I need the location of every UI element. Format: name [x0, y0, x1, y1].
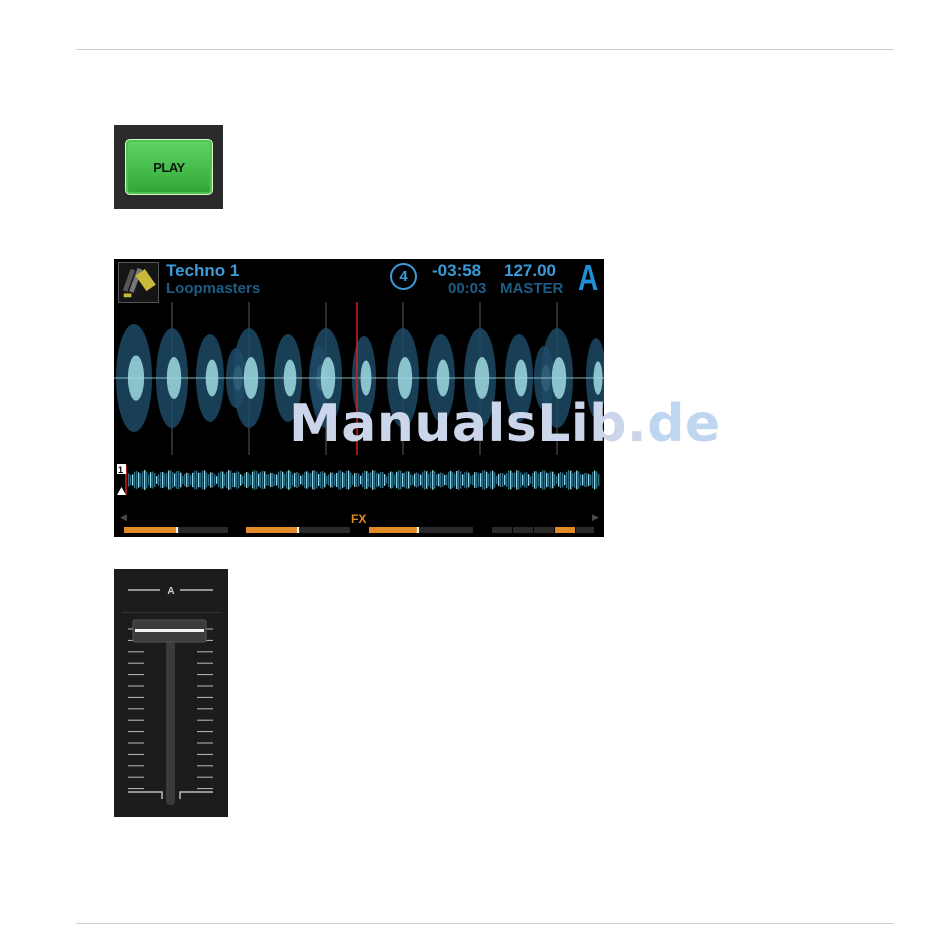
- fx-seg-2: [513, 527, 533, 533]
- fader-graphic: A: [114, 569, 228, 817]
- play-button[interactable]: PLAY: [125, 139, 213, 195]
- fx-seg-3: [534, 527, 554, 533]
- fx-seg-4-active: [555, 527, 575, 533]
- watermark-tld: de: [647, 394, 721, 454]
- fx-label: FX: [351, 512, 366, 526]
- play-button-frame: PLAY: [114, 125, 223, 209]
- fx-bar-3-fill: [369, 527, 419, 533]
- overview-waveform: [128, 470, 599, 490]
- bottom-rule: [76, 923, 894, 924]
- fx-bar-3-tip: [417, 527, 419, 533]
- fx-bar-2-tip: [297, 527, 299, 533]
- top-rule: [76, 49, 894, 50]
- fx-bar-1-tip: [176, 527, 178, 533]
- fx-bar-1-fill: [124, 527, 178, 533]
- channel-fader: A: [114, 569, 228, 817]
- fx-right-arrow-icon[interactable]: ▶: [592, 512, 599, 523]
- fx-left-arrow-icon[interactable]: ◀: [120, 512, 127, 523]
- fader-channel-label: A: [167, 586, 174, 597]
- fx-bar-2-fill: [246, 527, 299, 533]
- fader-knob[interactable]: [133, 620, 206, 642]
- cue-marker-number: 1: [118, 465, 123, 475]
- fx-seg-1: [492, 527, 512, 533]
- fx-seg-5: [576, 527, 594, 533]
- fader-track: [166, 621, 175, 805]
- watermark-main: ManualsLib.: [289, 394, 647, 454]
- watermark: ManualsLib.de: [289, 394, 721, 454]
